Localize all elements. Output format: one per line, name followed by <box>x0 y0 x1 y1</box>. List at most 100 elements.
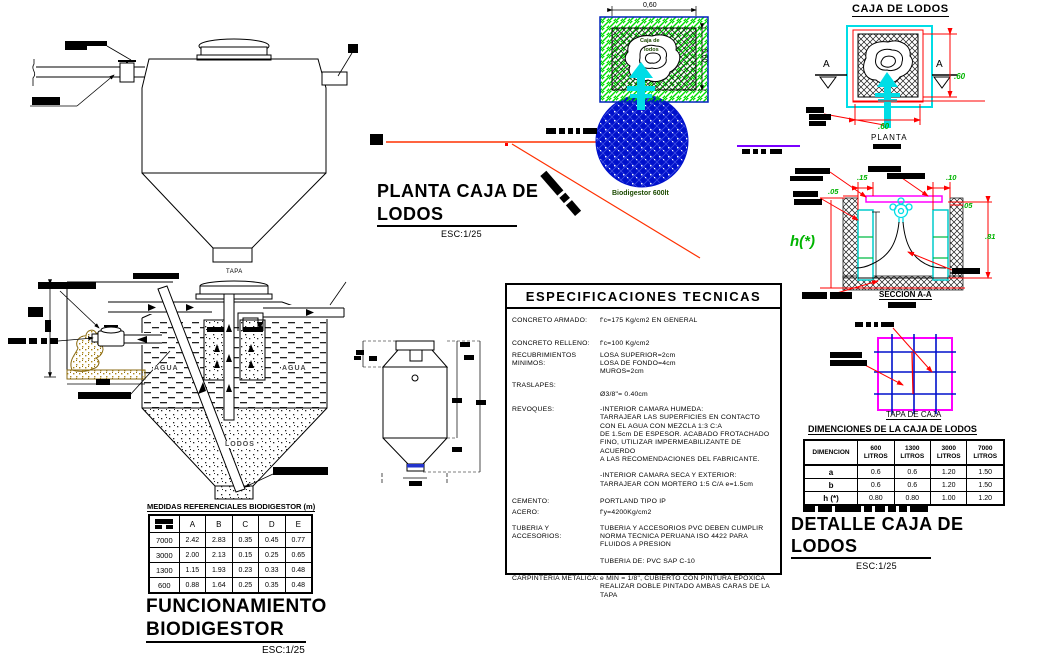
planta-title-line1: PLANTA CAJA DE <box>377 181 539 201</box>
medidas-biodigestor-table: A B C D E 7000 2.42 2.83 0.35 0.45 0.77 … <box>148 514 313 594</box>
plan-dim-height: .60 <box>954 72 966 81</box>
agua-label-right: AGUA <box>281 365 308 373</box>
redacted-label <box>8 282 131 399</box>
row-name: a <box>803 464 859 479</box>
cell: 0.35 <box>258 577 286 594</box>
row-volume: 1300 <box>148 562 180 578</box>
cell: 0.25 <box>258 547 286 563</box>
redacted-label <box>806 107 901 149</box>
seccion-aa-title: SECCION A-A <box>879 290 932 301</box>
dimensiones-caja-table: DIMENCION 600 LITROS 1300 LITROS 3000 LI… <box>803 439 1005 506</box>
spec-label: CEMENTO: <box>512 498 550 506</box>
table-row: 3000 2.00 2.13 0.15 0.25 0.65 <box>148 547 313 563</box>
tapa-caja-drawing <box>830 322 956 414</box>
detalle-scale: ESC:1/25 <box>856 561 897 571</box>
cell: 1.20 <box>929 464 968 479</box>
table-row: 1300 1.15 1.93 0.23 0.33 0.48 <box>148 562 313 578</box>
planta-caja-drawing <box>370 6 800 259</box>
spec-entry: REVOQUES: -INTERIOR CAMARA HUMEDA: TARRA… <box>507 399 780 489</box>
cell: 0.23 <box>231 562 260 578</box>
cell: 0.77 <box>284 532 313 548</box>
spec-label: TUBERIA Y ACCESORIOS: <box>512 524 562 540</box>
caja-box-label-line1: Caja de <box>640 38 660 44</box>
redacted-label <box>370 128 782 216</box>
cell: 2.13 <box>205 547 233 563</box>
spec-entry: ACERO: f'y=4200Kg/cm2 <box>507 506 780 517</box>
row-volume: 3000 <box>148 547 180 563</box>
redacted-note <box>803 506 928 512</box>
cell: 1.50 <box>966 464 1005 479</box>
cell: 1.50 <box>966 478 1005 492</box>
cell: 0.80 <box>857 491 895 506</box>
spec-value: -INTERIOR CAMARA HUMEDA: TARRAJEAR LAS S… <box>600 406 770 488</box>
seccion-dim-05-left: .05 <box>828 187 839 196</box>
table-row: a 0.6 0.6 1.20 1.50 <box>803 464 1005 479</box>
biodigestor-circle-label: Biodigestor 600lt <box>612 190 669 197</box>
cell: 1.93 <box>205 562 233 578</box>
table-row: h (*) 0.80 0.80 1.00 1.20 <box>803 491 1005 506</box>
especificaciones-title: ESPECIFICACIONES TECNICAS <box>507 285 780 309</box>
col-header: D <box>258 514 286 533</box>
row-name: h (*) <box>803 491 859 506</box>
planta-scale: ESC:1/25 <box>441 229 482 239</box>
cell: 1.15 <box>178 562 207 578</box>
tapa-caja-label: TAPA DE CAJA <box>886 410 942 421</box>
seccion-dim-10: .10 <box>946 173 957 182</box>
planta-title-line2: LODOS <box>377 205 517 227</box>
spec-entry: TRASLAPES: Ø3/8"= 0.40cm <box>507 376 780 399</box>
caja-plan-drawing <box>806 25 985 149</box>
cell: 0.6 <box>893 478 932 492</box>
spec-value: TUBERIA Y ACCESORIOS PVC DEBEN CUMPLIR N… <box>600 524 764 565</box>
section-marker-a-right: A <box>936 59 943 70</box>
cell: 0.80 <box>893 491 932 506</box>
seccion-aa-drawing <box>790 166 992 308</box>
spec-value: PORTLAND TIPO IP <box>600 498 667 506</box>
col-header: B <box>205 514 233 533</box>
cell: 2.00 <box>178 547 207 563</box>
detalle-title-line2: LODOS <box>791 537 931 559</box>
planta-dim-width: 0,60 <box>643 2 657 9</box>
redacted-label <box>790 166 980 308</box>
table-row: b 0.6 0.6 1.20 1.50 <box>803 478 1005 492</box>
dimensiones-table-title: DIMENCIONES DE LA CAJA DE LODOS <box>808 424 977 436</box>
spec-value: f'c=175 Kg/cm2 EN GENERAL <box>600 317 698 324</box>
spec-value: LOSA SUPERIOR=2cm LOSA DE FONDO=4cm MURO… <box>600 351 676 376</box>
cell: 0.6 <box>893 464 932 479</box>
seccion-dim-81: .81 <box>985 232 996 241</box>
cell: 0.48 <box>284 577 313 594</box>
cell: 0.25 <box>231 577 260 594</box>
funcionamiento-title-line2: BIODIGESTOR <box>146 620 306 643</box>
cell: 0.48 <box>284 562 313 578</box>
medidas-table-title: MEDIDAS REFERENCIALES BIODIGESTOR (m) <box>147 502 316 512</box>
left-chamber-drawing <box>8 279 173 399</box>
small-tank-drawing <box>356 340 486 486</box>
lodos-label: LODOS <box>224 441 256 449</box>
seccion-dim-05-right: .05 <box>962 201 973 210</box>
seccion-dim-h: h(*) <box>790 233 815 250</box>
row-name: b <box>803 478 859 492</box>
spec-label: CONCRETO ARMADO: <box>512 317 588 324</box>
col-header: DIMENCION <box>803 439 859 466</box>
spec-entry: CONCRETO ARMADO: f'c=175 Kg/cm2 EN GENER… <box>507 309 780 325</box>
spec-entry: CARPINTERIA METALICA: e MIN = 1/8", CUBI… <box>507 566 780 600</box>
section-marker-a-left: A <box>823 59 830 70</box>
cell: 2.42 <box>178 532 207 548</box>
col-header: E <box>284 514 313 533</box>
spec-value: f'y=4200Kg/cm2 <box>600 509 652 517</box>
cell: 1.00 <box>929 491 968 506</box>
plan-view-label: PLANTA <box>871 133 908 142</box>
cell: 0.6 <box>857 464 895 479</box>
cell: 0.65 <box>284 547 313 563</box>
planta-dim-height: 0,60 <box>700 48 708 63</box>
row-volume: 7000 <box>148 532 180 548</box>
cell: 0.6 <box>857 478 895 492</box>
cell: 1.20 <box>966 491 1005 506</box>
spec-label: ACERO: <box>512 509 540 517</box>
volume-icon-cell <box>148 514 180 533</box>
funcionamiento-scale: ESC:1/25 <box>262 645 305 656</box>
agua-label-left: AGUA <box>153 365 180 373</box>
spec-value: Ø3/8"= 0.40cm <box>600 390 648 398</box>
col-header: C <box>231 514 260 533</box>
